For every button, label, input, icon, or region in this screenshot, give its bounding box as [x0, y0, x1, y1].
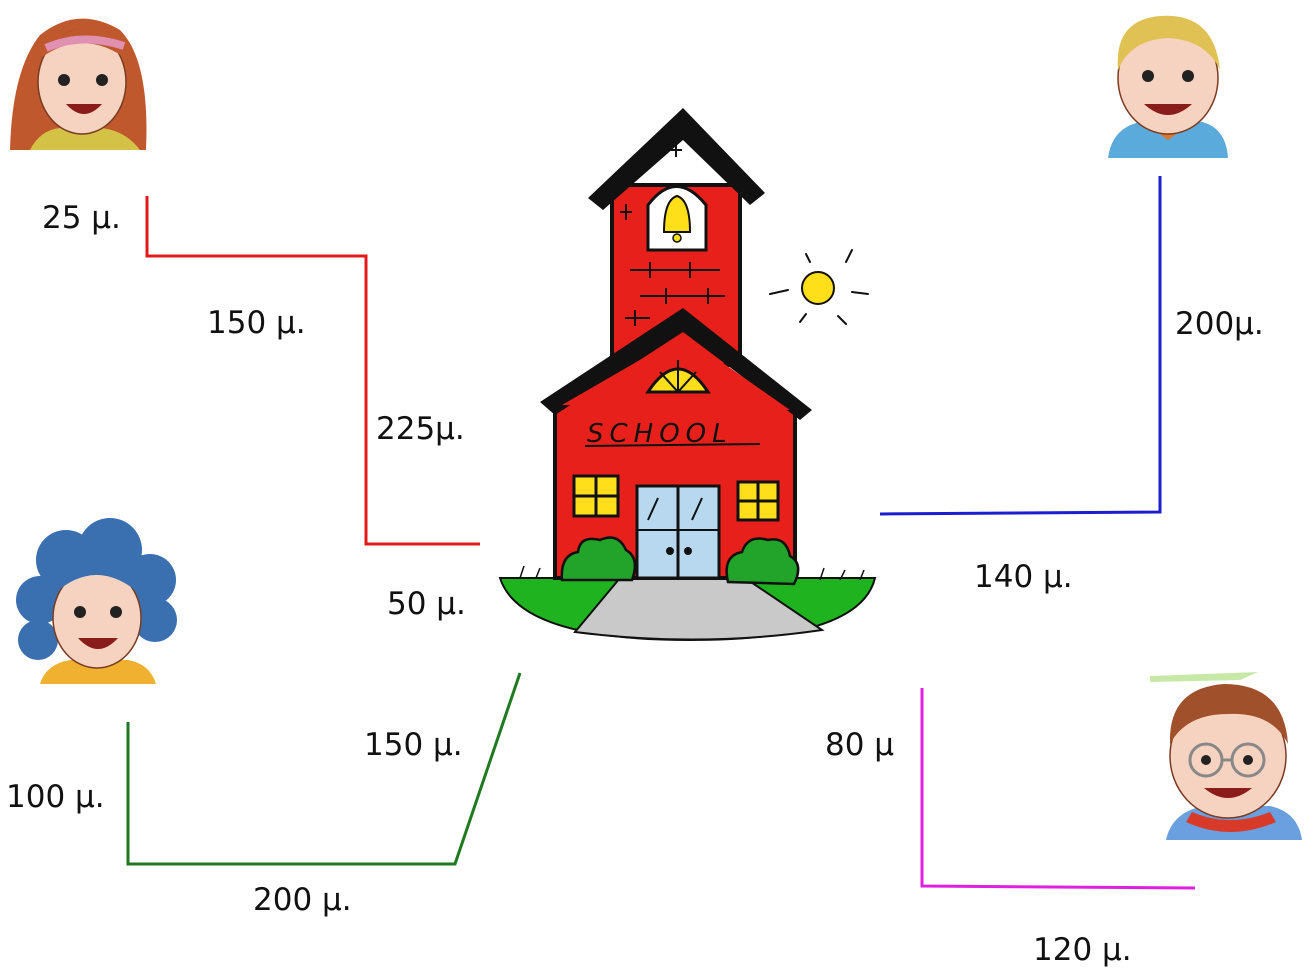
distance-label-blue-1: 200μ.: [1175, 306, 1264, 342]
girl-red-hair-avatar: [10, 18, 147, 150]
distance-label-green-2: 200 μ.: [253, 882, 352, 918]
route-magenta-line: [920, 688, 1196, 890]
distance-label-magenta-1: 80 μ: [825, 727, 895, 763]
distance-label-red-4: 50 μ.: [387, 586, 466, 622]
distance-label-green-3: 150 μ.: [364, 727, 463, 763]
sun-icon: [769, 249, 869, 325]
distance-label-green-1: 100 μ.: [6, 779, 105, 815]
school-illustration: SCHOOL: [498, 108, 877, 642]
distance-label-red-2: 150 μ.: [207, 305, 306, 341]
distance-label-red-3: 225μ.: [376, 411, 465, 447]
school-window-left: [572, 474, 620, 518]
distance-label-red-1: 25 μ.: [42, 200, 121, 236]
bell-icon: [662, 194, 692, 233]
route-green-line: [126, 672, 522, 866]
distance-label-blue-2: 140 μ.: [974, 559, 1073, 595]
school-bush-left: [560, 536, 637, 582]
school-bush-right: [725, 537, 800, 586]
route-red-line: [145, 196, 480, 546]
route-blue-line: [879, 176, 1162, 516]
school-window-right: [736, 480, 780, 522]
distance-label-magenta-2: 120 μ.: [1033, 932, 1132, 968]
boy-blond-avatar: [1108, 15, 1228, 158]
boy-glasses-avatar: [1150, 672, 1302, 840]
school-path: [573, 577, 825, 641]
girl-blue-hair-avatar: [16, 518, 177, 684]
school-door: [635, 484, 721, 580]
